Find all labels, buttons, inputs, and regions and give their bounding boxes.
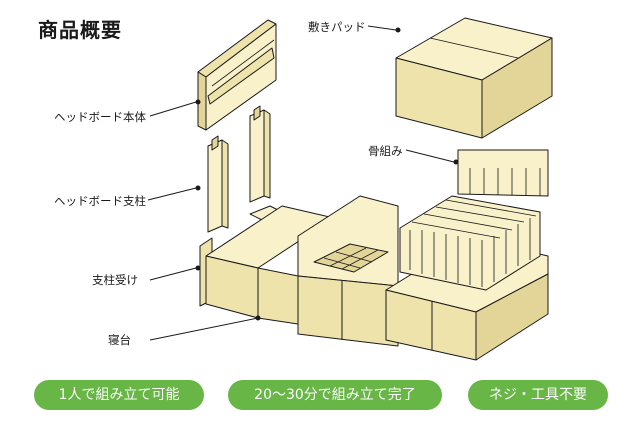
label-post-holder: 支柱受け bbox=[92, 273, 138, 287]
label-headboard-body: ヘッドボード本体 bbox=[54, 110, 146, 124]
bed-base-part bbox=[199, 195, 549, 361]
label-headboard-post: ヘッドボード支柱 bbox=[54, 194, 146, 208]
headboard-post-left bbox=[207, 135, 229, 233]
label-bed-base: 寝台 bbox=[108, 333, 131, 347]
headboard-body-part bbox=[197, 19, 277, 131]
label-frame: 骨組み bbox=[368, 144, 403, 158]
label-pad: 敷きパッド bbox=[308, 20, 366, 34]
leader-lines bbox=[147, 25, 459, 341]
feature-badge-solo-assembly: 1人で組み立て可能 bbox=[34, 380, 204, 410]
page-title: 商品概要 bbox=[38, 18, 122, 42]
frame-part bbox=[457, 149, 549, 197]
pad-part bbox=[395, 17, 553, 139]
feature-badge-assembly-time: 20〜30分で組み立て完了 bbox=[228, 380, 442, 410]
headboard-post-right bbox=[249, 105, 271, 203]
feature-badge-no-tools: ネジ・工具不要 bbox=[468, 380, 608, 410]
